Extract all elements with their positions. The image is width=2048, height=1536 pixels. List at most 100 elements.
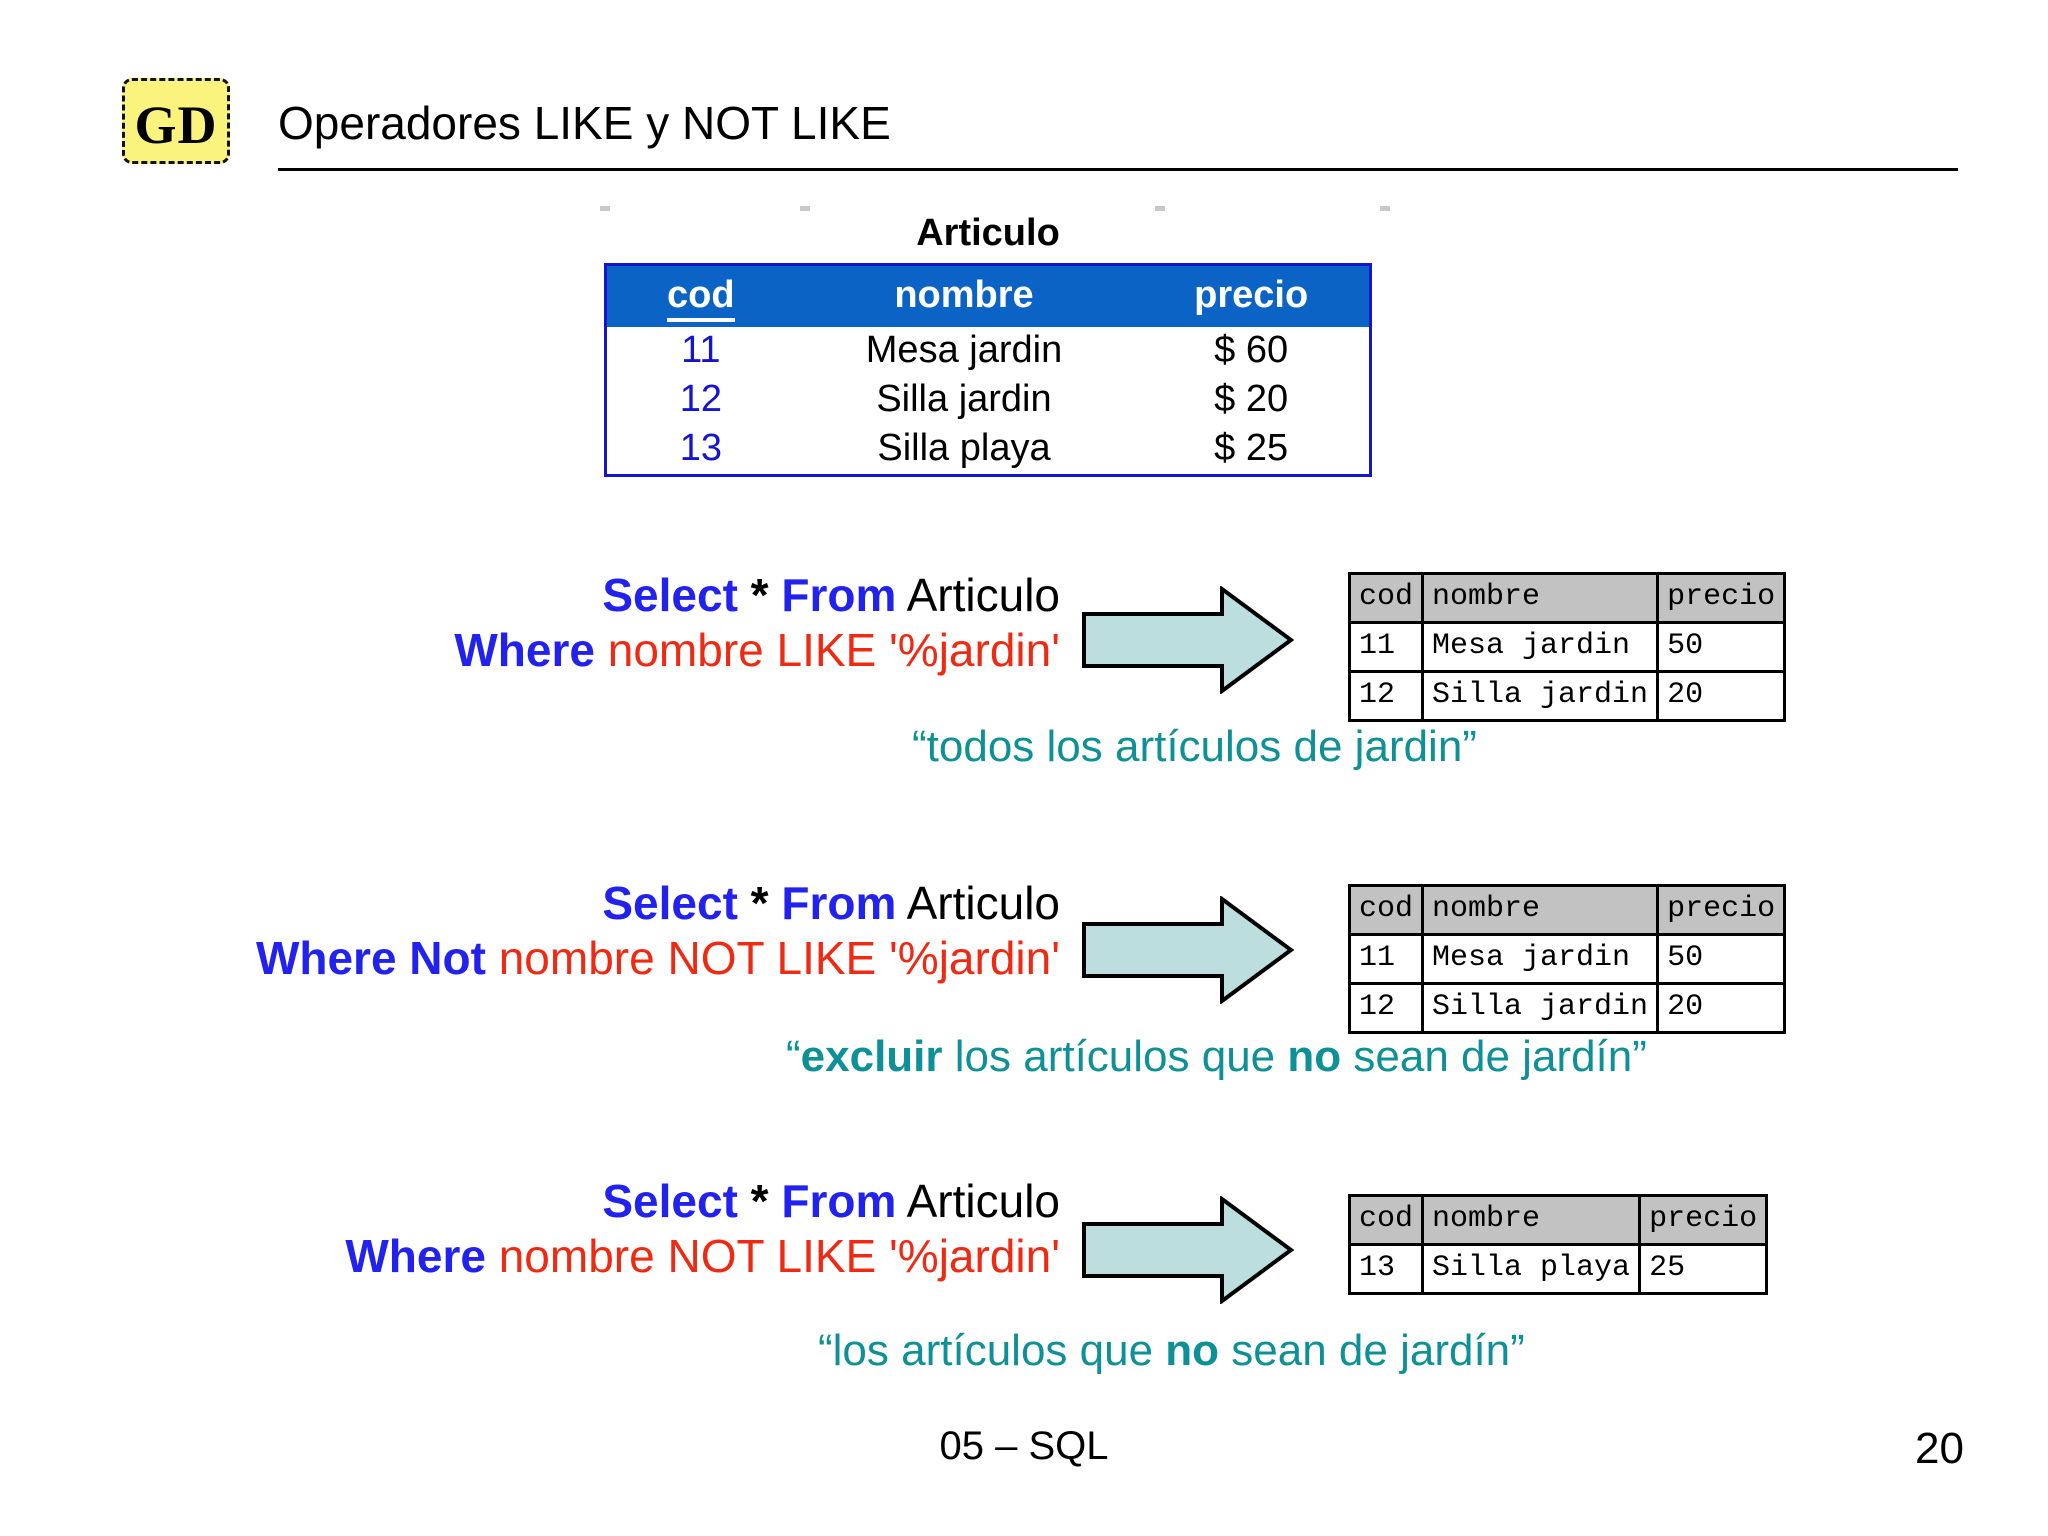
table-row: 12 Silla jardin 20: [1347, 670, 1787, 722]
explanation-caption-2: “excluir los artículos que no sean de ja…: [786, 1032, 1647, 1082]
result-col-cod: cod: [1347, 572, 1425, 624]
caption-bold-1: excluir: [800, 1032, 943, 1081]
result-header-row: cod nombre precio: [1347, 572, 1787, 624]
table-row: 12 Silla jardin 20: [1347, 982, 1787, 1034]
sql-condition: nombre LIKE '%jardin': [607, 624, 1060, 677]
quote-close: ”: [1462, 722, 1477, 771]
quote-open: “: [818, 1326, 833, 1375]
cell-precio: $ 60: [1214, 329, 1289, 371]
page-title: Operadores LIKE y NOT LIKE: [278, 97, 891, 149]
cell-cod: 11: [1347, 933, 1425, 985]
cell-precio: 50: [1656, 933, 1787, 985]
cell-nombre: Mesa jardin: [1421, 933, 1660, 985]
scan-speck: [600, 206, 610, 211]
cell-cod: 11: [1347, 621, 1425, 673]
articulo-col-precio: precio: [1133, 264, 1371, 327]
sql-keyword-where: Where: [345, 1230, 486, 1283]
sql-star: *: [750, 877, 769, 929]
gd-logo: GD: [122, 78, 230, 164]
result-header-row: cod nombre precio: [1347, 1194, 1769, 1246]
query-line-2a: Select * From Articulo: [0, 876, 1060, 931]
articulo-col-nombre: nombre: [794, 264, 1134, 327]
result-col-precio: precio: [1656, 572, 1787, 624]
query-text-1: Select * From Articulo Where nombre LIKE…: [180, 568, 1060, 678]
table-row: 11 Mesa jardin 50: [1347, 933, 1787, 985]
result-table-1: cod nombre precio 11 Mesa jardin 50 12 S…: [1347, 572, 1787, 722]
query-line-1b: Where nombre LIKE '%jardin': [180, 623, 1060, 678]
sql-table-name: Articulo: [906, 1175, 1060, 1227]
cell-cod: 12: [679, 378, 722, 420]
caption-text-1: los artículos que: [832, 1326, 1166, 1375]
cell-precio: $ 25: [1214, 427, 1289, 469]
result-col-nombre: nombre: [1421, 884, 1660, 936]
sql-keyword-from: From: [781, 569, 897, 621]
quote-open: “: [786, 1032, 801, 1081]
cell-cod: 12: [1347, 670, 1425, 722]
articulo-table-block: Articulo cod nombre precio 11 Mesa jardi…: [604, 212, 1372, 477]
scan-speck: [1380, 206, 1390, 211]
result-col-cod: cod: [1347, 884, 1425, 936]
cell-nombre: Mesa jardin: [1421, 621, 1660, 673]
scan-speck: [800, 206, 810, 211]
result-col-precio: precio: [1638, 1194, 1769, 1246]
query-text-3: Select * From Articulo Where nombre NOT …: [90, 1174, 1060, 1284]
gd-logo-text: GD: [134, 95, 218, 155]
result-table-3: cod nombre precio 13 Silla playa 25: [1347, 1194, 1769, 1295]
sql-keyword-where-not: Where Not: [255, 932, 486, 985]
cell-cod: 11: [681, 329, 721, 371]
table-row: 13 Silla playa $ 25: [606, 425, 1371, 476]
sql-condition: nombre NOT LIKE '%jardin': [498, 1230, 1060, 1283]
sql-keyword-select: Select: [602, 569, 738, 621]
articulo-table-caption: Articulo: [916, 212, 1060, 254]
result-col-precio: precio: [1656, 884, 1787, 936]
table-row: 11 Mesa jardin $ 60: [606, 327, 1371, 376]
cell-precio: 20: [1656, 982, 1787, 1034]
right-arrow-icon: [1082, 586, 1294, 694]
cell-precio: 50: [1656, 621, 1787, 673]
result-header-row: cod nombre precio: [1347, 884, 1787, 936]
explanation-caption-3: “los artículos que no sean de jardín”: [818, 1326, 1525, 1376]
result-col-nombre: nombre: [1421, 572, 1660, 624]
sql-condition: nombre NOT LIKE '%jardin': [498, 932, 1060, 985]
articulo-table: cod nombre precio 11 Mesa jardin $ 60 12…: [604, 263, 1372, 477]
right-arrow-icon: [1082, 896, 1294, 1004]
sql-keyword-where: Where: [454, 624, 595, 677]
sql-table-name: Articulo: [906, 877, 1060, 929]
cell-nombre: Mesa jardin: [865, 329, 1063, 371]
sql-keyword-from: From: [781, 877, 897, 929]
table-row: 11 Mesa jardin 50: [1347, 621, 1787, 673]
sql-star: *: [750, 569, 769, 621]
query-line-3b: Where nombre NOT LIKE '%jardin': [90, 1229, 1060, 1284]
sql-table-name: Articulo: [906, 569, 1060, 621]
cell-precio: 20: [1656, 670, 1787, 722]
footer-page-number: 20: [1915, 1424, 1964, 1473]
sql-keyword-select: Select: [602, 1175, 738, 1227]
caption-bold-2: no: [1287, 1032, 1342, 1081]
sql-keyword-from: From: [781, 1175, 897, 1227]
title-divider: [278, 168, 1958, 171]
scan-speck: [1155, 206, 1165, 211]
slide-header: GD Operadores LIKE y NOT LIKE: [0, 0, 2048, 190]
cell-cod: 13: [679, 427, 722, 469]
caption-bold-2: no: [1165, 1326, 1220, 1375]
caption-text-1: los artículos que: [942, 1032, 1288, 1081]
cell-cod: 13: [1347, 1243, 1425, 1295]
result-col-nombre: nombre: [1421, 1194, 1642, 1246]
sql-keyword-select: Select: [602, 877, 738, 929]
table-row: 13 Silla playa 25: [1347, 1243, 1769, 1295]
quote-open: “: [912, 722, 927, 771]
caption-text-2: sean de jardín: [1341, 1032, 1633, 1081]
explanation-caption-1: “todos los artículos de jardin”: [912, 722, 1477, 772]
query-line-1a: Select * From Articulo: [180, 568, 1060, 623]
cell-cod: 12: [1347, 982, 1425, 1034]
cell-precio: $ 20: [1214, 378, 1289, 420]
cell-nombre: Silla playa: [1421, 1243, 1642, 1295]
footer-section-label: 05 – SQL: [939, 1424, 1109, 1468]
query-line-2b: Where Not nombre NOT LIKE '%jardin': [0, 931, 1060, 986]
quote-close: ”: [1632, 1032, 1647, 1081]
cell-nombre: Silla jardin: [876, 378, 1052, 420]
result-col-cod: cod: [1347, 1194, 1425, 1246]
articulo-col-cod: cod: [605, 264, 795, 327]
right-arrow-icon: [1082, 1196, 1294, 1304]
query-text-2: Select * From Articulo Where Not nombre …: [0, 876, 1060, 986]
